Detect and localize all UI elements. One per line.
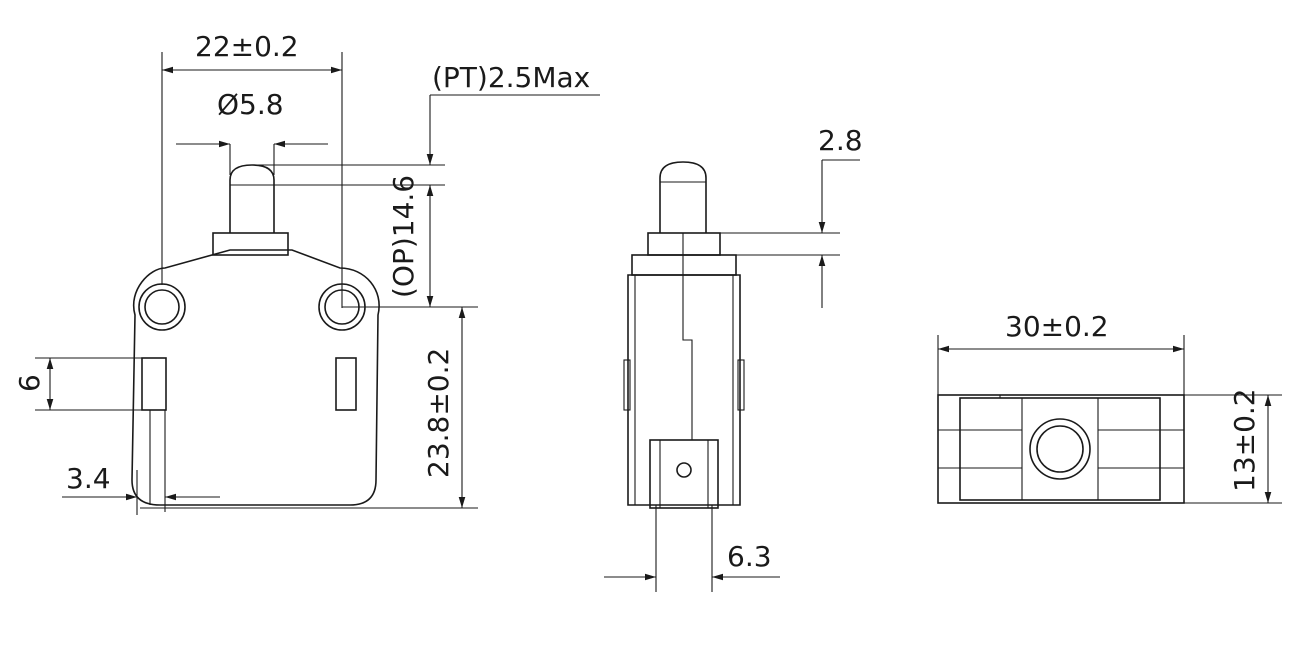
front-view: 22±0.2 Ø5.8 (PT)2.5Max (OP)14.6 23.8±0.2… <box>13 30 600 515</box>
side-housing <box>627 274 741 506</box>
dim-30: 30±0.2 <box>1005 310 1109 343</box>
dim-6: 6 <box>13 374 46 392</box>
top-plunger-inner <box>1036 425 1084 473</box>
side-plunger <box>659 161 707 233</box>
dim-pt-max: (PT)2.5Max <box>432 61 590 94</box>
dim-13: 13±0.2 <box>1228 388 1261 492</box>
front-plunger <box>229 164 275 233</box>
terminal-slot-right <box>335 357 357 411</box>
top-view: 30±0.2 13±0.2 <box>937 310 1282 504</box>
top-body <box>937 394 1185 504</box>
dim-3-4: 3.4 <box>66 462 111 495</box>
dim-dia-5-8: Ø5.8 <box>217 88 284 121</box>
side-view: 2.8 6.3 <box>604 124 863 592</box>
dim-22: 22±0.2 <box>195 30 299 63</box>
mounting-hole-left <box>138 283 186 331</box>
dim-6-3: 6.3 <box>727 540 772 573</box>
terminal-slot-left <box>141 357 167 411</box>
dim-op-14-6: (OP)14.6 <box>387 175 420 298</box>
front-body-outline <box>131 249 380 506</box>
dim-2-8: 2.8 <box>818 124 863 157</box>
side-terminal <box>649 439 719 509</box>
dim-23-8: 23.8±0.2 <box>422 348 455 478</box>
front-plunger-base <box>212 232 289 256</box>
top-plunger-outer <box>1029 418 1091 480</box>
